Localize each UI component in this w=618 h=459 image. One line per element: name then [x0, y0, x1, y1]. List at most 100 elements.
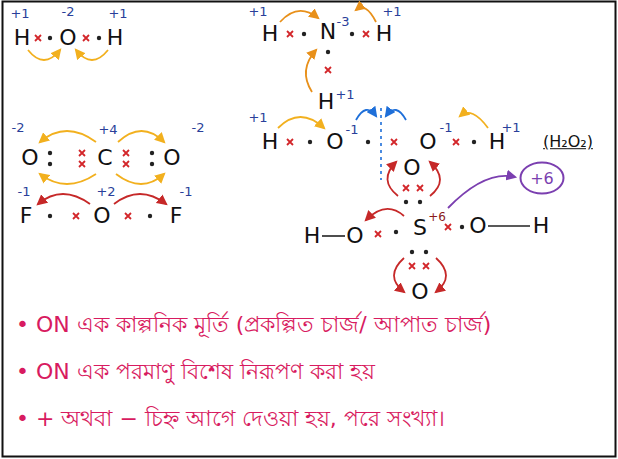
electron-shift-arrow: [38, 194, 90, 204]
electron-dot: [394, 230, 398, 234]
oxidation-number: +1: [108, 7, 127, 21]
electron-marks: [35, 31, 476, 269]
electron-shift-arrow: [366, 209, 404, 220]
electron-cross: [287, 139, 293, 145]
atom-symbol: H: [262, 130, 279, 154]
board-frame: [3, 2, 616, 457]
atom-symbol: N: [320, 20, 336, 44]
electron-shift-arrow: [40, 174, 96, 184]
oxidation-number: +1: [501, 121, 520, 135]
oxidation-number: -1: [346, 123, 359, 137]
electron-cross: [73, 213, 79, 219]
electron-dot: [148, 214, 152, 218]
electron-dot: [97, 36, 101, 40]
electron-cross: [375, 231, 381, 237]
atom-symbol: F: [170, 204, 183, 228]
electron-dot: [302, 32, 306, 36]
electron-shift-arrow: [394, 258, 404, 292]
atom-symbol: O: [419, 130, 436, 154]
atom-symbol: O: [163, 146, 180, 170]
electron-shift-arrow: [280, 11, 318, 22]
electron-cross: [287, 31, 293, 37]
oxidation-number: +1: [335, 88, 354, 102]
atom-symbol: O: [411, 280, 428, 304]
oxidation-number: +1: [10, 7, 29, 21]
electron-cross: [363, 31, 369, 37]
atom-symbol: C: [97, 146, 112, 170]
electron-dot: [150, 162, 154, 166]
electron-cross: [403, 185, 409, 191]
electron-cross: [83, 35, 89, 41]
note-line: • ON এক কাল্পনিক মূর্তি (প্রকল্পিত চার্জ…: [16, 313, 491, 337]
oxidation-number: +1: [248, 5, 267, 19]
electron-cross: [453, 139, 459, 145]
electron-shift-arrow: [356, 110, 376, 120]
electron-shift-arrow: [460, 113, 488, 128]
atom-symbol: O: [21, 146, 38, 170]
electron-cross: [409, 263, 415, 269]
electron-dot: [410, 250, 414, 254]
electron-shift-arrow: [306, 50, 316, 92]
oxidation-number: -2: [192, 121, 205, 135]
electron-shift-arrow: [356, 8, 376, 22]
oxidation-number: +6: [428, 211, 446, 224]
electron-shift-arrow: [116, 174, 164, 184]
atom-symbol: H: [14, 26, 31, 50]
electron-shift-arrow: [436, 258, 446, 292]
electron-shift-arrow: [118, 131, 164, 142]
atom-symbol: S: [413, 216, 427, 240]
single-bond: [488, 225, 530, 227]
note-line: • ON এক পরমাণু বিশেষ নিরূপণ করা হয়: [16, 360, 375, 384]
electron-cross: [123, 161, 129, 167]
electron-dot: [366, 140, 370, 144]
oxidation-number: +2: [96, 185, 115, 199]
atom-symbol: O: [59, 26, 76, 50]
electron-dot: [48, 162, 52, 166]
electron-cross: [423, 263, 429, 269]
oxidation-number: +1: [382, 5, 401, 19]
electron-dot: [424, 250, 428, 254]
electron-cross: [79, 150, 85, 156]
oxidation-number: -2: [12, 121, 25, 135]
atom-symbol: H: [533, 214, 550, 238]
electron-cross: [445, 224, 451, 230]
atom-symbol: H: [304, 224, 321, 248]
electron-dot: [472, 140, 476, 144]
electron-dot: [418, 200, 422, 204]
atom-symbol: H: [262, 22, 279, 46]
electron-shift-arrow: [430, 162, 440, 196]
oxidation-number: +1: [248, 111, 267, 125]
electron-dot: [48, 151, 52, 155]
oxidation-number: -1: [440, 121, 453, 135]
split-line: [380, 108, 382, 180]
leader-arrow: [448, 176, 515, 208]
oxidation-number: -1: [18, 185, 31, 199]
electron-dot: [460, 225, 464, 229]
circled-number: +6: [519, 161, 565, 195]
electron-cross: [79, 161, 85, 167]
atom-symbol: O: [326, 130, 343, 154]
oxidation-number: -3: [337, 15, 350, 29]
shift-arrows: [28, 8, 515, 292]
oxidation-number: +6: [519, 169, 565, 188]
formula-label: (H₂O₂): [543, 133, 593, 151]
electron-shift-arrow: [386, 110, 406, 120]
electron-shift-arrow: [278, 117, 324, 128]
electron-shift-arrow: [40, 131, 96, 142]
electron-dot: [404, 200, 408, 204]
electron-shift-arrow: [387, 162, 398, 196]
note-line: • + অথবা − চিহ্ন আগে দেওয়া হয়, পরে সংখ…: [16, 407, 445, 431]
electron-dot: [350, 32, 354, 36]
electron-dot: [308, 140, 312, 144]
electron-dot: [150, 151, 154, 155]
atom-symbol: O: [93, 204, 110, 228]
atom-symbol: O: [469, 214, 486, 238]
electron-shift-arrow: [28, 50, 60, 60]
atom-symbol: F: [20, 204, 33, 228]
electron-cross: [325, 67, 331, 73]
electron-shift-arrow: [76, 50, 108, 60]
atom-symbol: H: [107, 26, 124, 50]
single-bond: [322, 235, 345, 237]
oxidation-number: -1: [180, 185, 193, 199]
